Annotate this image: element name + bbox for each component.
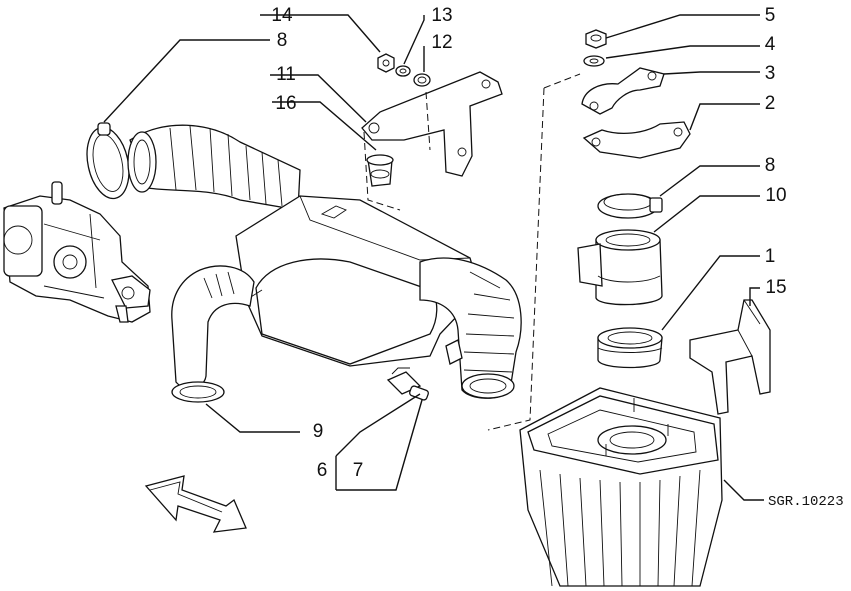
leader-lines [103,14,764,501]
throttle-body [3,181,151,323]
callout-11: 11 [276,64,296,85]
assembly-line-right [487,73,581,431]
washer-4 [583,55,605,67]
air-temperature-sensor [386,367,429,401]
assembly-line-center [363,91,431,211]
grommet-12 [413,73,431,87]
callout-4: 4 [765,34,776,55]
callout-9: 9 [313,421,324,442]
callout-6: 6 [317,460,328,481]
callout-1: 1 [765,246,776,267]
upper-plate-3 [581,67,665,115]
clamp-ring-left [86,122,130,200]
air-box-resonator [235,195,481,367]
lower-pipe [171,265,255,403]
washer-13 [395,65,411,77]
callout-labels: 14 13 12 8 11 16 5 4 3 2 8 10 1 15 9 6 7… [271,5,843,510]
rubber-seal-1 [597,327,663,369]
clamp-ring-right [597,193,663,219]
callout-15: 15 [765,277,786,298]
callout-3: 3 [765,63,776,84]
drawing-code: SGR.10223 [768,494,844,510]
callout-8-left: 8 [277,30,288,51]
direction-arrow-icon [144,475,247,533]
mounting-bracket [361,71,503,177]
callout-5: 5 [765,5,776,26]
support-bracket-15 [689,299,771,415]
callout-13: 13 [431,5,452,26]
outlet-elbow [419,257,522,399]
callout-2: 2 [765,93,776,114]
callout-7: 7 [353,460,364,481]
callout-12: 12 [431,32,452,53]
rubber-grommet-16 [366,154,394,187]
nut-5 [585,29,607,49]
callout-8-right: 8 [765,155,776,176]
air-filter-housing [519,387,723,587]
callout-14: 14 [271,5,293,26]
lower-plate-2 [582,121,691,159]
inlet-hose [127,124,301,211]
callout-10: 10 [765,185,786,206]
callout-16: 16 [275,93,296,114]
air-flow-meter [577,229,663,306]
nut-14 [377,53,395,73]
